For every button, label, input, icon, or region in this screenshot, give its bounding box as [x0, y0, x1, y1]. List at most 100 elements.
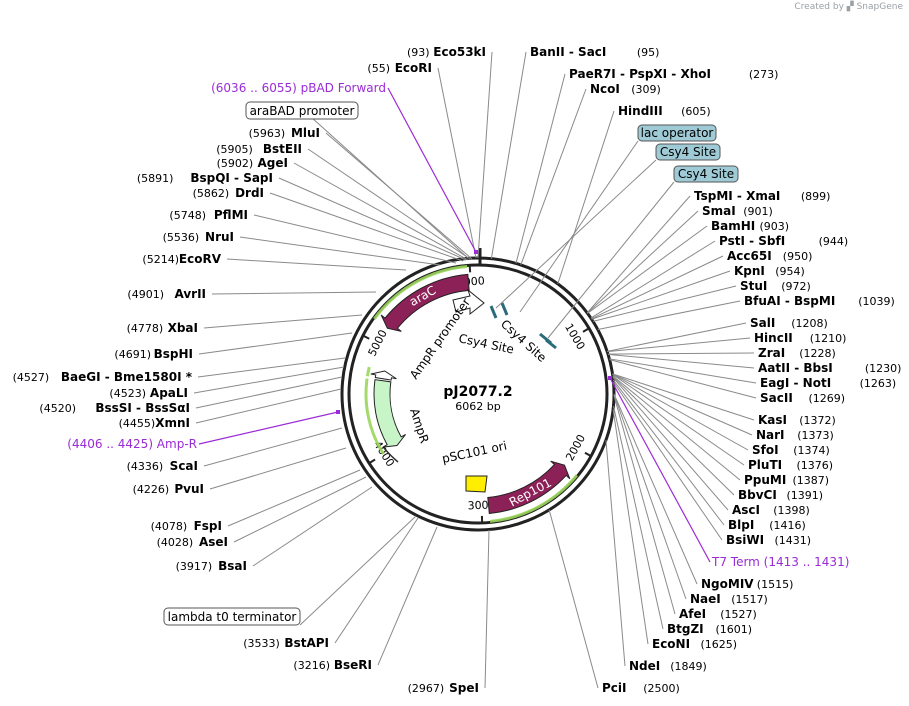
site-label-left: (5214)EcoRV — [142, 252, 221, 266]
leader-line — [227, 469, 361, 527]
site-label-left: (3216)BseRI — [293, 658, 372, 672]
leader-line — [612, 373, 755, 421]
leader-line — [193, 366, 345, 394]
site-name: NarI — [756, 428, 785, 442]
site-label-left: (93)Eco53kI — [407, 45, 486, 59]
site-position: (4901) — [127, 288, 164, 301]
leader-line — [586, 195, 691, 314]
feature-box — [655, 143, 721, 161]
site-name: BaeGI - Bme1580I * — [61, 370, 193, 384]
site-name: BstAPI — [284, 636, 329, 650]
site-label-right: BbvCI(1391) — [738, 488, 823, 502]
snapgene-logo-icon: ▞ — [846, 2, 854, 12]
site-name: Acc65I — [727, 249, 772, 263]
site-label-right: TspMI - XmaI(899) — [694, 189, 830, 203]
site-position: (95) — [637, 46, 660, 59]
site-label-left: (4520)BssSI - BssSαI — [39, 401, 190, 415]
primer-mark — [474, 250, 478, 254]
site-label-right: HincII(1210) — [754, 331, 846, 345]
site-position: (5862) — [193, 187, 230, 200]
leader-line — [612, 379, 725, 526]
site-name: HindIII — [618, 104, 663, 118]
leader-line — [239, 236, 441, 266]
site-name: KpnI — [734, 264, 765, 278]
site-position: (4078) — [151, 520, 188, 533]
feature-arrow-ampr-promoter — [370, 370, 397, 381]
site-name: FspI — [194, 519, 222, 533]
site-name: NruI — [205, 230, 234, 244]
leader-line — [377, 526, 438, 666]
site-label-right: AscI(1398) — [732, 503, 810, 517]
leader-line — [211, 291, 377, 295]
site-name: NdeI — [629, 659, 660, 673]
leader-line — [477, 51, 493, 259]
site-label-right: ZraI(1228) — [758, 346, 836, 360]
site-name: StuI — [740, 279, 767, 293]
site-label-right: AatII - BbsI(1230) — [758, 361, 901, 375]
leader-line — [195, 376, 343, 409]
site-label-right: SmaI(901) — [702, 204, 773, 218]
site-position: (5214) — [142, 253, 179, 266]
leader-line — [203, 427, 343, 467]
site-label-left: (55)EcoRI — [367, 61, 432, 75]
site-name: BtgZI — [667, 622, 704, 636]
site-label-right: NarI (1373) — [756, 428, 834, 442]
feature-highlight — [489, 474, 578, 523]
site-name: XbaI — [168, 321, 198, 335]
site-position: (1373) — [797, 429, 834, 442]
leader-line — [607, 337, 751, 353]
leader-line — [608, 353, 755, 369]
site-name: PflMI — [214, 208, 248, 222]
leader-line — [612, 373, 753, 436]
leader-line — [613, 393, 698, 585]
site-position: (1515) — [757, 578, 794, 591]
leader-line — [612, 373, 745, 466]
site-label-right: PstI - SbfI(944) — [719, 234, 848, 248]
feature-box-label: Csy4 Site — [678, 167, 734, 181]
leader-line — [252, 486, 373, 567]
leader-line — [495, 159, 657, 309]
site-name: AscI — [732, 503, 760, 517]
leader-line — [612, 405, 664, 630]
feature-box-label: araBAD promoter — [250, 104, 355, 118]
site-position: (4455) — [119, 417, 156, 430]
site-name: EcoRV — [179, 252, 222, 266]
site-label-right: Acc65I(950) — [727, 249, 812, 263]
site-position: (4336) — [127, 460, 164, 473]
leader-line — [612, 376, 735, 496]
site-label-left: (3533)BstAPI — [243, 636, 329, 650]
site-label-right: BamHI(903) — [711, 219, 789, 233]
primer-label: T7 Term (1413 .. 1431) — [711, 555, 849, 569]
site-name: EagI - NotI — [760, 376, 831, 390]
site-position: (4523) — [109, 387, 146, 400]
site-position: (901) — [743, 205, 773, 218]
site-label-right: PciI(2500) — [602, 681, 680, 695]
site-position: (273) — [749, 68, 779, 81]
feature-highlight — [365, 366, 371, 377]
primer-leader — [387, 87, 477, 253]
feature-arrow-rep101 — [487, 460, 571, 515]
site-label-right: BlpI(1416) — [728, 518, 806, 532]
site-position: (1625) — [701, 638, 738, 651]
site-name: BbvCI — [738, 488, 777, 502]
site-label-right: KpnI(954) — [734, 264, 805, 278]
site-name: PpuMI — [744, 473, 786, 487]
leader-line — [233, 476, 367, 543]
site-name: PaeR7I - PspXI - XhoI — [569, 67, 711, 81]
site-name: NcoI — [590, 82, 620, 96]
leader-line — [608, 352, 755, 355]
site-label-right: NcoI(309) — [590, 82, 661, 96]
site-position: (5905) — [216, 143, 253, 156]
leader-line — [591, 270, 731, 320]
psc101-ori-marker — [465, 475, 488, 493]
site-position: (899) — [801, 190, 831, 203]
primer-leader — [609, 377, 711, 563]
site-position: (1372) — [799, 414, 836, 427]
leader-line — [198, 332, 353, 355]
tick-label: 5000 — [366, 328, 390, 359]
feature-box — [245, 101, 359, 120]
snapgene-credit: Created by ▞ SnapGene — [794, 2, 903, 12]
site-name: BstEII — [263, 142, 302, 156]
site-position: (2500) — [643, 682, 680, 695]
feature-box — [673, 165, 739, 183]
